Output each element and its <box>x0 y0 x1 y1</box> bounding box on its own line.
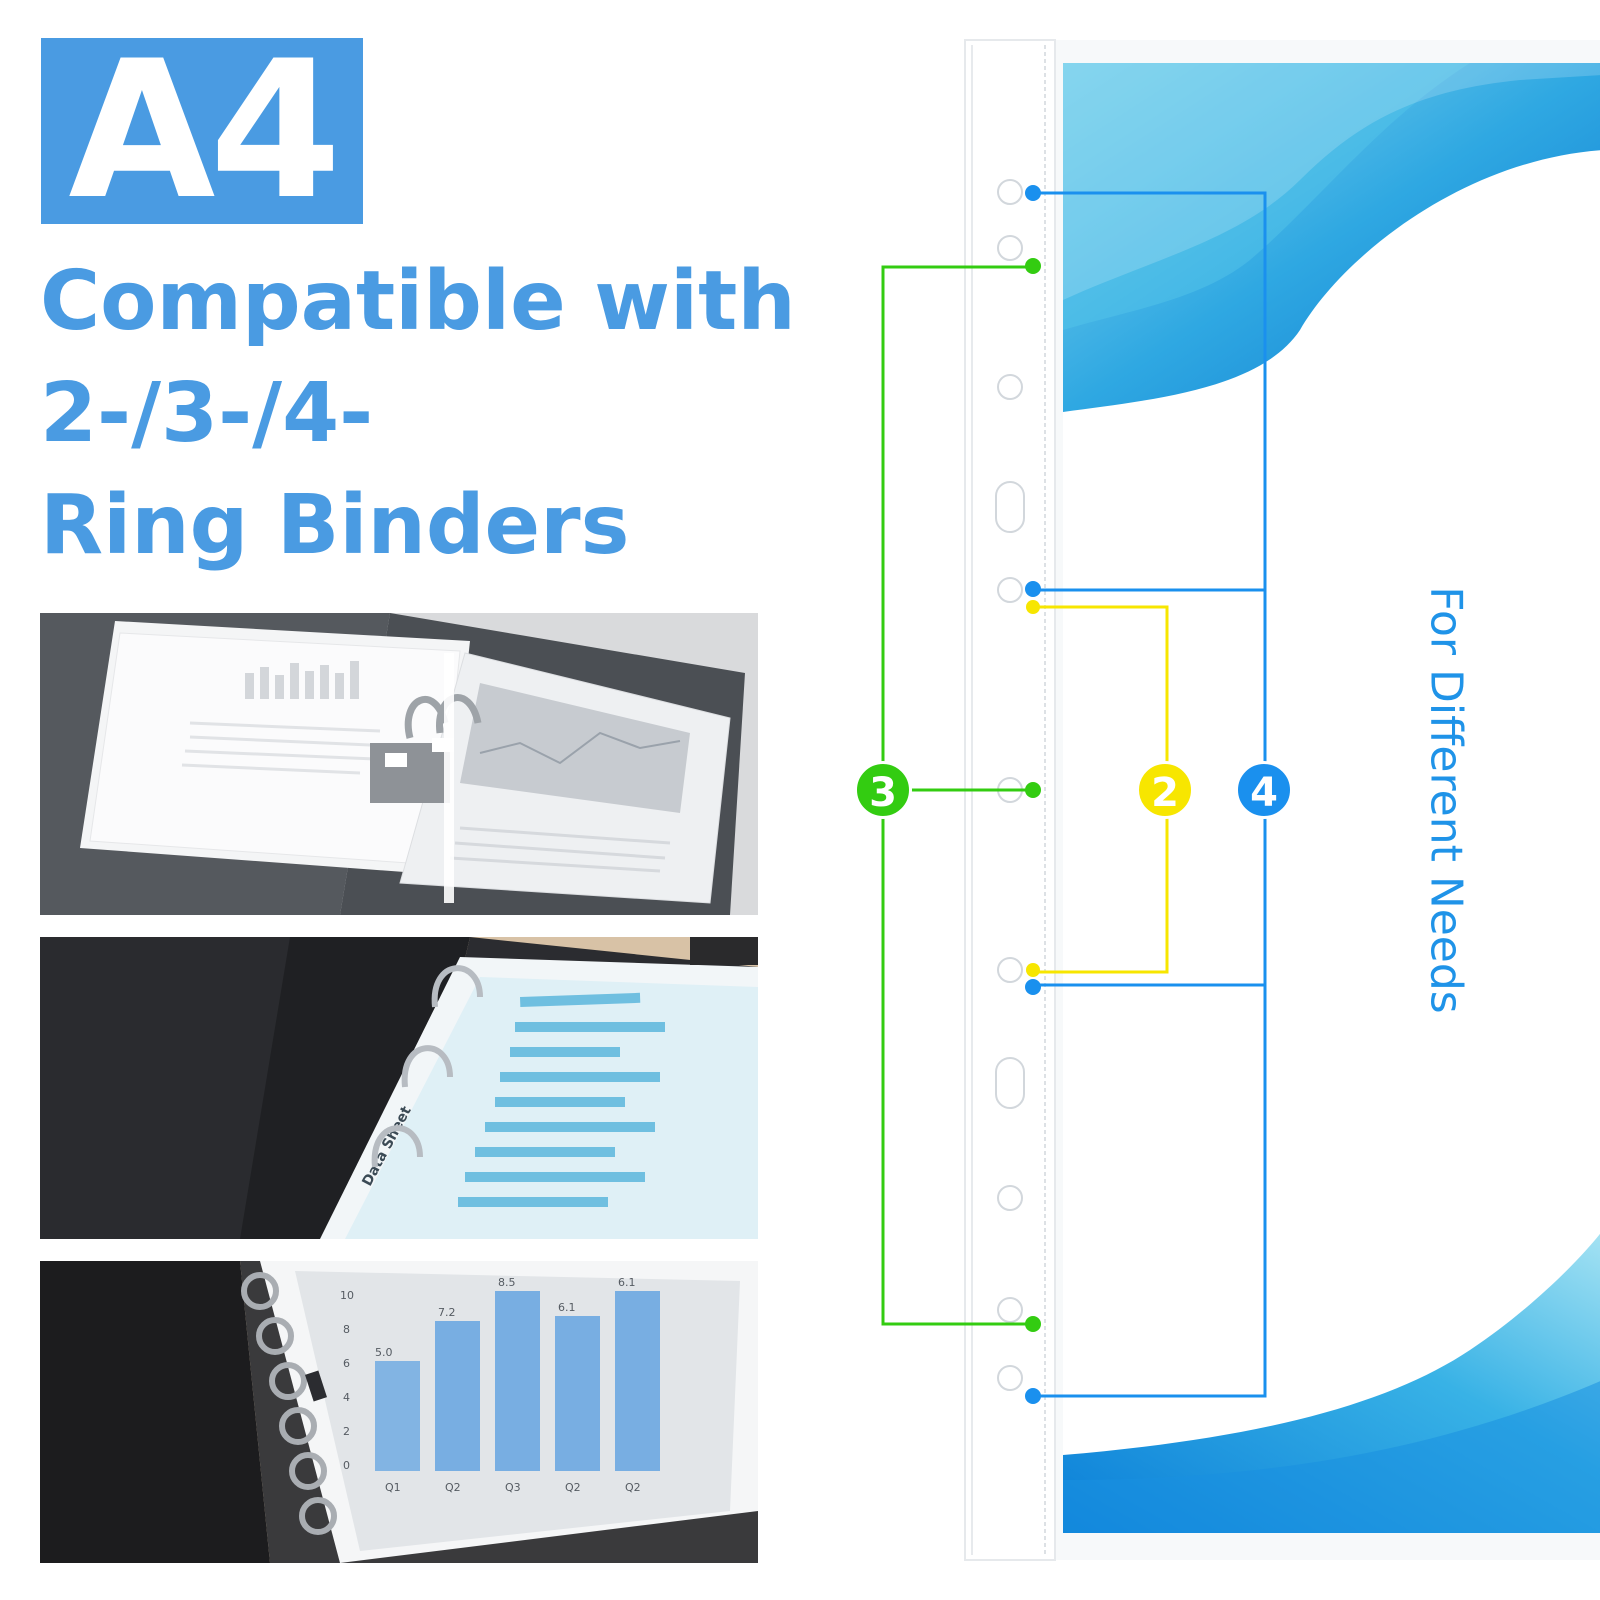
ring-count-4-marker: 4 <box>1235 761 1293 819</box>
bar-label-1: 5.0 <box>375 1346 393 1359</box>
bar-label-3: 8.5 <box>498 1276 516 1289</box>
axis-tick-3: 6 <box>343 1357 350 1370</box>
bar-label-2: 7.2 <box>438 1306 456 1319</box>
quarter-label-1: Q1 <box>385 1481 401 1494</box>
ring-count-3-marker: 3 <box>854 761 912 819</box>
quarter-label-2: Q2 <box>445 1481 461 1494</box>
headline-line-2: 2-/3-/4- <box>40 366 374 461</box>
for-different-needs-text: For Different Needs <box>1420 586 1472 1014</box>
for-different-needs-label: For Different Needs <box>1416 550 1476 1050</box>
punched-pocket-diagram <box>881 39 1600 1561</box>
photo-multi-ring-binder-chart: 5.0 7.2 8.5 6.1 6.1 10 8 6 4 2 0 Q1 Q2 Q… <box>40 1261 758 1563</box>
bar-label-4: 6.1 <box>558 1301 576 1314</box>
a4-badge-text: A4 <box>68 20 341 241</box>
photo-ring-binder-data-sheet: Data Sheet <box>40 937 758 1239</box>
axis-tick-4: 4 <box>343 1391 350 1404</box>
axis-tick-1: 10 <box>340 1289 354 1302</box>
headline-line-3: Ring Binders <box>40 478 630 573</box>
axis-tick-2: 8 <box>343 1323 350 1336</box>
axis-tick-6: 0 <box>343 1459 350 1472</box>
a4-badge: A4 <box>41 20 363 241</box>
photo-lever-arch-binder <box>40 613 758 915</box>
quarter-label-5: Q2 <box>625 1481 641 1494</box>
quarter-label-3: Q3 <box>505 1481 521 1494</box>
bar-label-5: 6.1 <box>618 1276 636 1289</box>
headline: Compatible with 2-/3-/4- Ring Binders <box>40 246 860 582</box>
quarter-label-4: Q2 <box>565 1481 581 1494</box>
ring-count-2-marker: 2 <box>1136 761 1194 819</box>
axis-tick-5: 2 <box>343 1425 350 1438</box>
headline-line-1: Compatible with <box>40 254 796 349</box>
